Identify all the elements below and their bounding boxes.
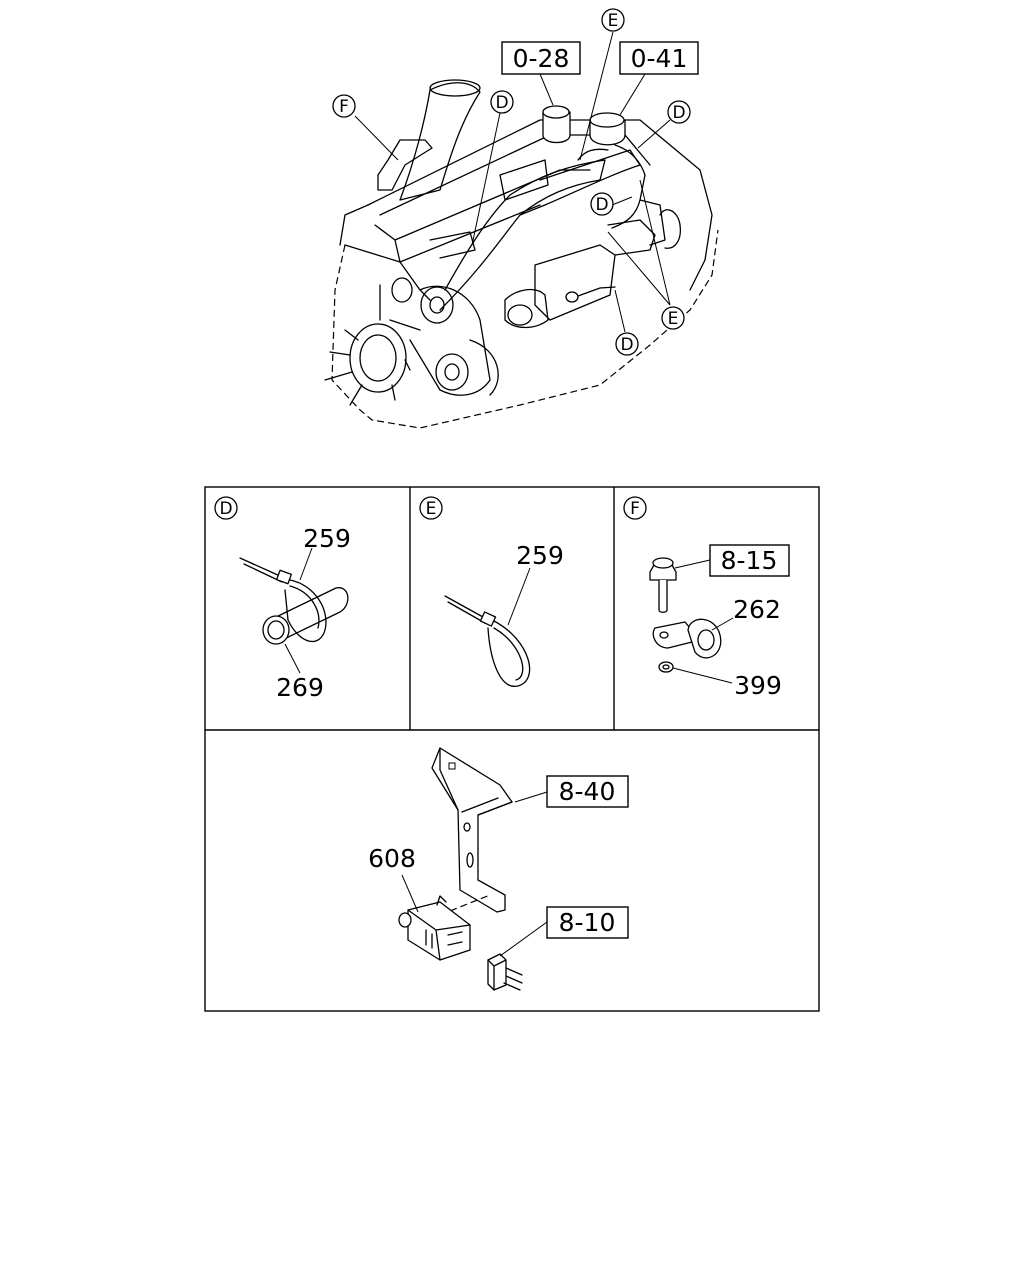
- marker-f-top[interactable]: F: [332, 94, 356, 118]
- detail-panel-d: D 259 269: [214, 496, 351, 702]
- marker-label: F: [630, 499, 640, 519]
- cap-part: [542, 105, 571, 144]
- callout-259-d[interactable]: 259: [303, 524, 351, 553]
- marker-e-bottom[interactable]: E: [661, 306, 685, 330]
- marker-label: D: [219, 499, 232, 519]
- leader-8-15: [674, 559, 711, 569]
- ref-box-8-10[interactable]: 8-10: [546, 906, 629, 939]
- clip-262-drawing: [652, 618, 722, 659]
- panel-f-marker[interactable]: F: [623, 496, 647, 520]
- nut-399-drawing: [658, 661, 674, 673]
- marker-label: D: [495, 93, 508, 113]
- sensor-608-drawing: [398, 895, 471, 961]
- ref-box-0-28[interactable]: 0-28: [501, 41, 581, 75]
- leader-8-40: [514, 791, 548, 803]
- ref-label-8-40: 8-40: [559, 777, 616, 806]
- marker-label: E: [608, 11, 619, 31]
- leader-8-10: [499, 921, 548, 957]
- panel-e-marker[interactable]: E: [419, 496, 443, 520]
- marker-label: F: [339, 97, 349, 117]
- callout-259-e[interactable]: 259: [516, 541, 564, 570]
- marker-e-top[interactable]: E: [601, 8, 625, 32]
- connector-8-10-drawing: [487, 953, 523, 991]
- marker-label: E: [668, 309, 679, 329]
- pipe-269-drawing: [262, 587, 349, 645]
- bracket-8-40-drawing: [431, 747, 513, 913]
- intake-pipe-mouth: [429, 79, 481, 97]
- marker-label: D: [620, 335, 633, 355]
- ref-box-0-41[interactable]: 0-41: [619, 41, 699, 75]
- marker-d-mid[interactable]: D: [590, 192, 614, 216]
- ref-label-8-15: 8-15: [721, 546, 778, 575]
- engine-block-outline: [331, 229, 719, 429]
- callout-608[interactable]: 608: [368, 844, 416, 873]
- right-components: [429, 159, 681, 329]
- callout-269[interactable]: 269: [276, 673, 324, 702]
- marker-label: E: [426, 499, 437, 519]
- leader-259-d: [299, 547, 313, 581]
- engine-head-top: [379, 134, 651, 216]
- callout-399[interactable]: 399: [734, 671, 782, 700]
- marker-label: D: [595, 195, 608, 215]
- cable-tie-259-e-drawing: [444, 595, 531, 687]
- ref-label-0-41: 0-41: [631, 44, 688, 73]
- bracket-mount-line: [439, 894, 491, 916]
- detail-table: [204, 486, 820, 1012]
- upper-hose: [439, 159, 606, 311]
- ref-box-8-15[interactable]: 8-15: [709, 544, 790, 577]
- marker-d-top[interactable]: D: [490, 90, 514, 114]
- intake-pipe: [399, 82, 481, 201]
- block-side: [339, 204, 431, 301]
- panel-d-marker[interactable]: D: [214, 496, 238, 520]
- detail-panel-f: F 8-15 262 399: [623, 496, 790, 700]
- engine-overview: 0-28 0-41 F D E D D E: [324, 8, 719, 429]
- callout-262[interactable]: 262: [733, 595, 781, 624]
- marker-label: D: [672, 103, 685, 123]
- rocker-cover: [374, 169, 591, 263]
- pulley-group: [324, 277, 499, 406]
- harness-wire-2: [577, 148, 609, 161]
- filter-part: [589, 112, 626, 146]
- harness-wire: [611, 144, 646, 229]
- leader-262: [711, 617, 734, 631]
- engine-head: [367, 119, 713, 291]
- leader-399: [672, 667, 733, 684]
- marker-d-right[interactable]: D: [667, 100, 691, 124]
- bolt-drawing: [649, 557, 677, 613]
- leader-269: [284, 643, 301, 674]
- ref-label-8-10: 8-10: [559, 908, 616, 937]
- detail-panel-e: E 259: [419, 496, 564, 687]
- cable-tie-259-d-drawing: [239, 557, 327, 643]
- detail-panel-bottom: 8-40 8-10 608: [368, 747, 629, 991]
- overview-leaders: [354, 31, 671, 333]
- f-bracket: [377, 139, 433, 191]
- ref-box-8-40[interactable]: 8-40: [546, 775, 629, 808]
- leader-608: [401, 874, 419, 913]
- ref-label-0-28: 0-28: [513, 44, 570, 73]
- marker-d-bottom[interactable]: D: [615, 332, 639, 356]
- leader-259-e: [507, 567, 531, 626]
